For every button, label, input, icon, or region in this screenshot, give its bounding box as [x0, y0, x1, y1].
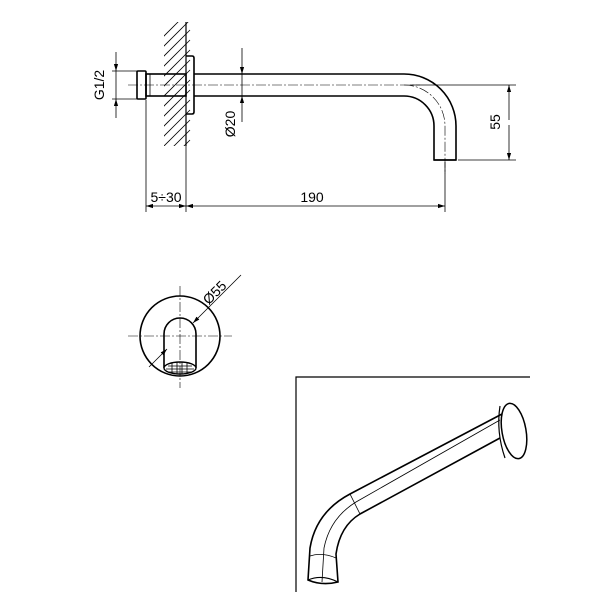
perspective-spout-outlet [307, 576, 339, 583]
height-dimension: 55 [410, 84, 516, 161]
wall-range-label: 5÷30 [150, 189, 181, 205]
centerline-bend [403, 84, 446, 174]
perspective-bend-end [309, 554, 337, 559]
perspective-wall-plate [500, 402, 528, 460]
spout-pipe [194, 73, 457, 161]
perspective-bend-start [349, 493, 361, 515]
thread-dimension: G1/2 [91, 52, 137, 118]
side-view: G1/2 Ø20 55 5÷30 [91, 22, 516, 212]
perspective-spout-highlight [321, 419, 501, 583]
perspective-view [295, 376, 530, 592]
wall-range-dimension: 5÷30 [146, 189, 186, 209]
length-label: 190 [300, 189, 324, 205]
wall-hatching [164, 22, 191, 146]
perspective-plate-rim [498, 405, 506, 459]
perspective-spout [307, 413, 503, 585]
pipe-diameter-dimension: Ø20 [222, 48, 245, 138]
height-label: 55 [487, 114, 503, 130]
thread-label: G1/2 [91, 70, 107, 101]
plate-diameter-dimension: Ø55 [148, 274, 242, 368]
pipe-diameter-label: Ø20 [222, 111, 238, 138]
length-dimension: 190 [186, 189, 445, 209]
plate-diameter-label: Ø55 [199, 277, 229, 307]
perspective-frame [295, 376, 530, 592]
front-view: Ø55 [128, 274, 242, 388]
